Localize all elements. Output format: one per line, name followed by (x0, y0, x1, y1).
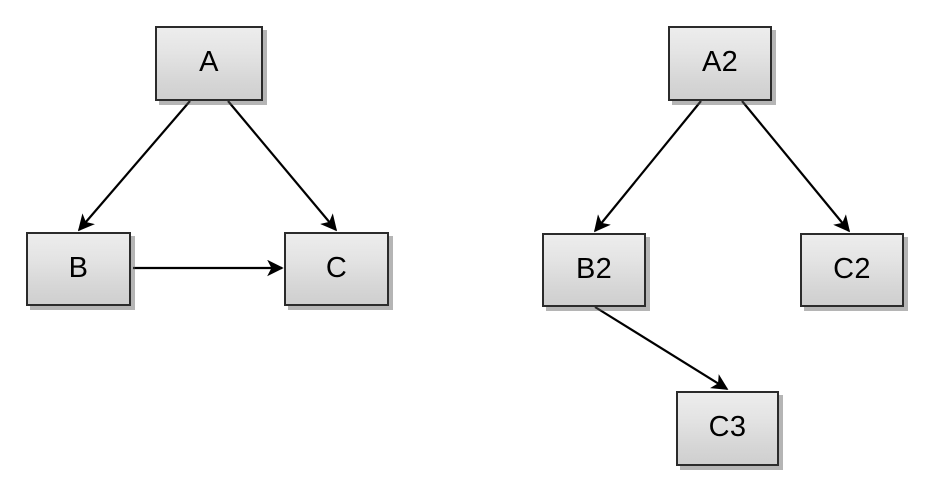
edge-b2-to-c3[interactable] (594, 306, 729, 390)
edge-a2-to-c2[interactable] (741, 100, 851, 233)
node-label-b: B (68, 251, 89, 284)
node-label-a2: A2 (701, 46, 739, 78)
node-label-c: C (325, 251, 348, 284)
node-c2[interactable]: C2 (800, 233, 904, 307)
node-b[interactable]: B (26, 232, 131, 306)
edge-a-to-c[interactable] (227, 100, 338, 232)
node-c[interactable]: C (284, 232, 389, 306)
node-a2[interactable]: A2 (668, 26, 772, 101)
node-label-a: A (199, 46, 219, 78)
node-a[interactable]: A (155, 26, 263, 101)
node-label-b2: B2 (575, 252, 613, 285)
node-b2[interactable]: B2 (542, 233, 646, 307)
node-c3[interactable]: C3 (676, 391, 779, 466)
edge-a-to-b[interactable] (77, 100, 191, 232)
node-label-c2: C2 (833, 252, 871, 285)
node-label-c3: C3 (708, 411, 747, 443)
edge-a2-to-b2[interactable] (593, 100, 702, 233)
